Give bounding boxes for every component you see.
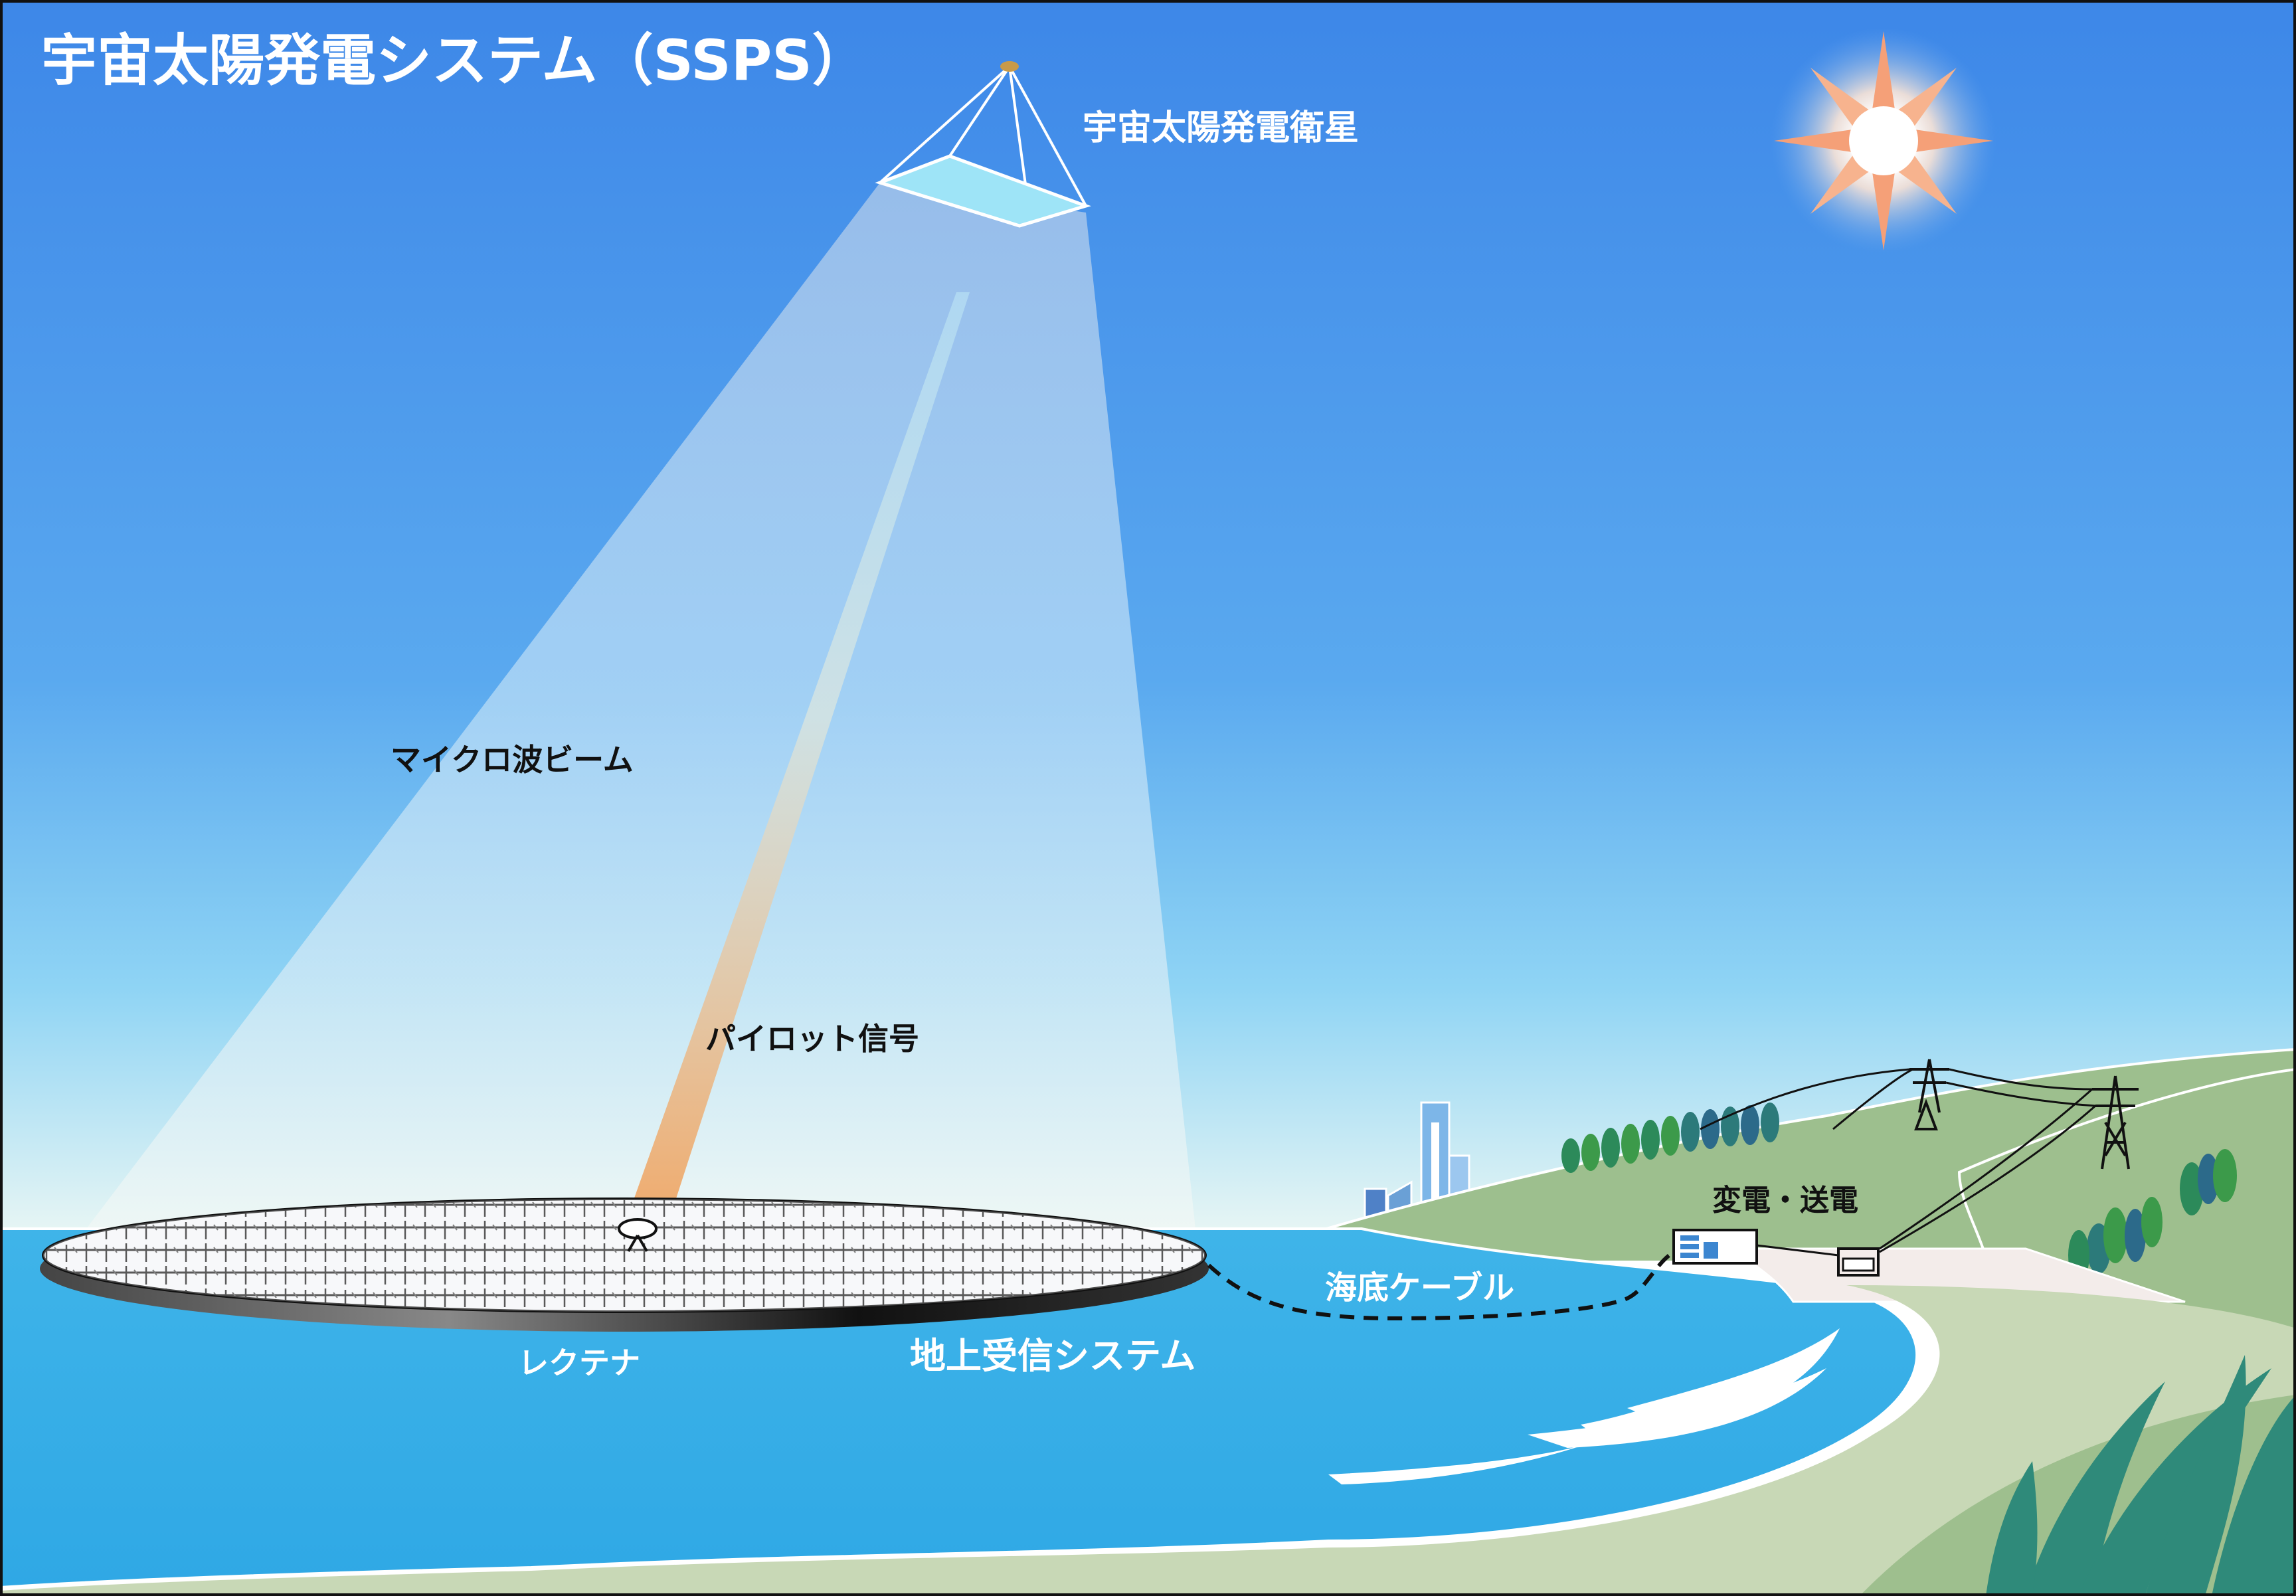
rectenna (40, 1197, 1209, 1332)
tree-cluster (2068, 1149, 2237, 1281)
wave (1328, 1441, 1594, 1484)
grass-plant (1986, 1355, 2296, 1596)
pilot-signal-label: パイロット信号 (705, 1021, 919, 1057)
satellite-label: 宇宙太陽発電衛星 (1083, 108, 1359, 148)
ground-system-label: 地上受信システム (910, 1335, 1195, 1377)
title: 宇宙太陽発電システム（SSPS） (41, 28, 868, 93)
shore (0, 1285, 2296, 1596)
substation-label: 変電・送電 (1712, 1184, 1858, 1217)
power-lines (1700, 1068, 2096, 1253)
power-tower-icon (2092, 1075, 2139, 1170)
pilot-antenna-icon (618, 1218, 658, 1253)
microwave-beam-label: マイクロ波ビーム (391, 742, 634, 778)
rectenna-label: レクテナ (518, 1345, 640, 1381)
submarine-cable (1207, 1250, 1675, 1321)
pilot-signal-beam (621, 292, 970, 1235)
satellite-icon (875, 61, 1091, 228)
sun-icon (1771, 28, 1996, 254)
substation-building (1672, 1229, 1880, 1277)
submarine-cable-label: 海底ケーブル (1325, 1269, 1514, 1306)
power-tower-icon (1909, 1059, 1949, 1130)
wave (1581, 1381, 1727, 1435)
